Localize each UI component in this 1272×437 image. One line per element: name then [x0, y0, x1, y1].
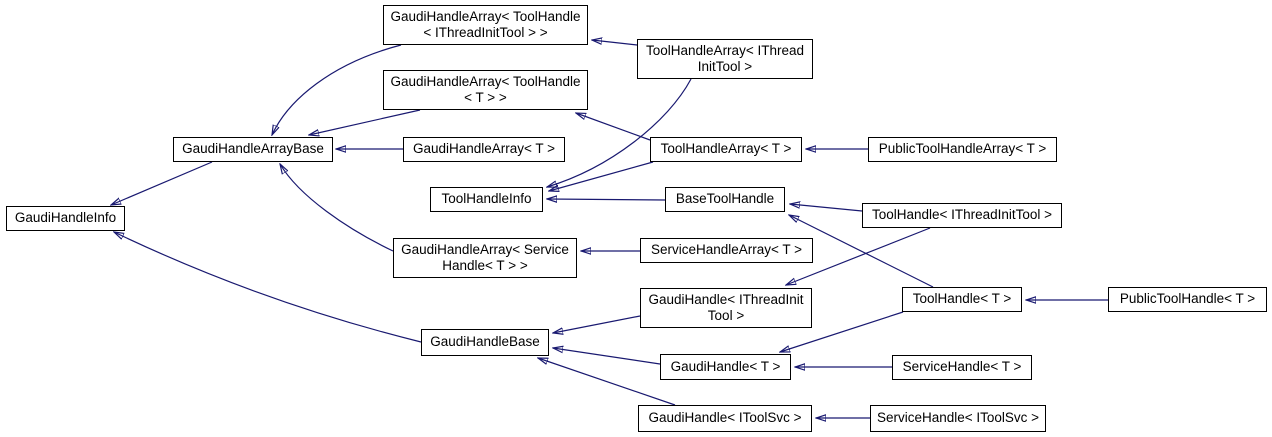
node-servicehandle-t[interactable]: ServiceHandle< T > — [892, 355, 1032, 380]
edge-gaudihandle-ithreadinittool-to-gaudihandlebase — [553, 315, 641, 333]
node-gaudihandlearray-servicehandle-t[interactable]: GaudiHandleArray< Service Handle< T > > — [393, 238, 577, 278]
node-label-line: < T > > — [464, 90, 507, 105]
node-label-line: InitTool > — [697, 59, 753, 74]
node-gaudihandle-itoolsvc[interactable]: GaudiHandle< IToolSvc > — [638, 405, 812, 432]
node-label-line: GaudiHandle< IToolSvc > — [648, 410, 802, 426]
node-toolhandlearray-ithreadinittool[interactable]: ToolHandleArray< IThread InitTool > — [637, 39, 813, 79]
edge-toolhandlearray-ithreadinittool-to-gaudihandlearray-toolhandle-ithreadinittool — [592, 40, 638, 46]
node-label-line: GaudiHandleArrayBase — [182, 141, 324, 157]
node-label-line: ToolHandleArray< IThread — [646, 42, 804, 58]
edge-toolhandlearray-ithreadinittool-to-toolhandleinfo — [547, 78, 692, 187]
node-gaudihandlearraybase[interactable]: GaudiHandleArrayBase — [173, 137, 333, 162]
edge-gaudihandlearray-servicehandle-t-to-gaudihandlearraybase — [280, 164, 394, 252]
node-label-line: ServiceHandle< T > — [902, 359, 1022, 375]
node-label-line: PublicToolHandleArray< T > — [878, 141, 1047, 157]
node-label-line: BaseToolHandle — [675, 191, 775, 207]
edge-toolhandle-t-to-gaudihandle-t — [780, 311, 904, 352]
edge-gaudihandlebase-to-gaudihandleinfo — [114, 232, 422, 343]
node-label-line: GaudiHandleInfo — [14, 210, 117, 226]
node-label-line: GaudiHandleArray< T > — [412, 141, 556, 157]
node-label-line: GaudiHandleBase — [430, 334, 540, 350]
node-gaudihandleinfo[interactable]: GaudiHandleInfo — [6, 206, 125, 231]
node-label-line: GaudiHandleArray< ToolHandle — [390, 73, 581, 89]
edge-gaudihandlearray-toolhandle-t-to-gaudihandlearraybase — [309, 109, 421, 135]
node-publictoolhandlearray-t[interactable]: PublicToolHandleArray< T > — [868, 137, 1057, 162]
node-label-line: GaudiHandleArray< Service — [401, 241, 569, 257]
node-label-line: Tool > — [707, 308, 745, 323]
node-gaudihandlearray-toolhandle-ithreadinittool[interactable]: GaudiHandleArray< ToolHandle < IThreadIn… — [383, 5, 588, 45]
node-label-line: PublicToolHandle< T > — [1119, 291, 1256, 307]
edge-gaudihandlearraybase-to-gaudihandleinfo — [111, 161, 213, 205]
node-label-line: ToolHandleInfo — [441, 191, 532, 207]
node-basetoolhandle[interactable]: BaseToolHandle — [665, 187, 785, 212]
node-label-line: GaudiHandle< IThreadInit — [648, 291, 804, 307]
node-servicehandlearray-t[interactable]: ServiceHandleArray< T > — [640, 238, 813, 263]
edge-toolhandle-ithreadinittool-to-basetoolhandle — [790, 204, 863, 212]
node-gaudihandlebase[interactable]: GaudiHandleBase — [421, 329, 549, 356]
node-label-line: ServiceHandle< IToolSvc > — [876, 410, 1040, 426]
edge-toolhandle-ithreadinittool-to-gaudihandle-ithreadinittool — [786, 227, 931, 285]
node-gaudihandle-ithreadinittool[interactable]: GaudiHandle< IThreadInit Tool > — [640, 288, 812, 328]
node-label-line: ToolHandleArray< T > — [660, 141, 792, 157]
node-label-line: Handle< T > > — [442, 258, 528, 273]
edge-gaudihandle-t-to-gaudihandlebase — [553, 348, 661, 365]
node-gaudihandlearray-t[interactable]: GaudiHandleArray< T > — [403, 137, 565, 162]
edge-basetoolhandle-to-toolhandleinfo — [547, 199, 666, 200]
edge-toolhandlearray-t-to-gaudihandlearray-toolhandle-t — [576, 113, 651, 141]
node-label-line: ServiceHandleArray< T > — [650, 242, 803, 258]
node-label-line: GaudiHandle< T > — [670, 358, 781, 374]
node-toolhandle-t[interactable]: ToolHandle< T > — [902, 287, 1022, 312]
node-label-line: ToolHandle< T > — [912, 291, 1012, 307]
node-publictoolhandle-t[interactable]: PublicToolHandle< T > — [1108, 287, 1267, 312]
node-label-line: ToolHandle< IThreadInitTool > — [871, 207, 1053, 223]
edge-gaudihandle-itoolsvc-to-gaudihandlebase — [538, 358, 676, 406]
node-label-line: < IThreadInitTool > > — [423, 25, 548, 40]
node-gaudihandlearray-toolhandle-t[interactable]: GaudiHandleArray< ToolHandle < T > > — [383, 70, 588, 110]
node-toolhandle-ithreadinittool[interactable]: ToolHandle< IThreadInitTool > — [862, 203, 1062, 228]
edge-toolhandle-t-to-basetoolhandle — [789, 215, 934, 288]
edge-gaudihandlearray-toolhandle-ithreadinittool-to-gaudihandlearraybase — [272, 44, 402, 135]
edge-toolhandlearray-t-to-toolhandleinfo — [549, 161, 654, 191]
node-toolhandleinfo[interactable]: ToolHandleInfo — [430, 187, 543, 212]
node-toolhandlearray-t[interactable]: ToolHandleArray< T > — [650, 137, 802, 162]
node-label-line: GaudiHandleArray< ToolHandle — [390, 8, 581, 24]
node-servicehandle-itoolsvc[interactable]: ServiceHandle< IToolSvc > — [870, 405, 1046, 432]
node-gaudihandle-t[interactable]: GaudiHandle< T > — [660, 354, 791, 380]
